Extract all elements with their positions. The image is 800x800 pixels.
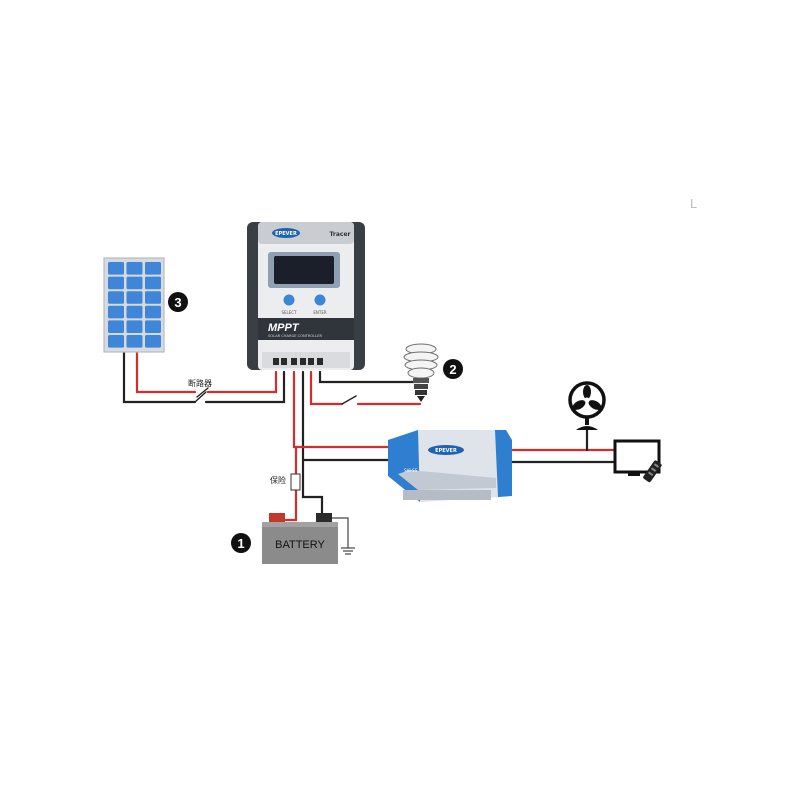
- load-negative-wire: [318, 370, 422, 384]
- battery-label: BATTERY: [275, 539, 325, 551]
- solar-cell: [108, 305, 124, 319]
- bulb-coil: [407, 367, 435, 379]
- solar-cell: [126, 262, 143, 275]
- svg-text:1: 1: [237, 536, 244, 551]
- inverter: EPEVER SHI-SS: [388, 430, 512, 502]
- solar-cell: [145, 320, 161, 333]
- controller-enter-label: ENTER: [313, 310, 326, 315]
- solar-cell: [108, 335, 124, 348]
- solar-negative-wire-2: [204, 370, 286, 404]
- tv-icon: [613, 439, 661, 476]
- fuse: 保险: [270, 473, 301, 491]
- controller-select-label: SELECT: [281, 310, 297, 315]
- controller-model: Tracer: [329, 231, 350, 238]
- light-bulb-icon: [403, 343, 439, 402]
- solar-cell: [145, 291, 161, 304]
- terminal: [317, 358, 323, 365]
- battery: BATTERY: [262, 513, 338, 564]
- terminal: [281, 358, 287, 365]
- svg-text:3: 3: [174, 295, 181, 310]
- solar-cell: [108, 291, 124, 304]
- solar-cell: [108, 320, 124, 333]
- solar-cell: [145, 305, 161, 319]
- solar-panel-icon: [103, 257, 165, 353]
- breaker-switch: [194, 391, 207, 403]
- stray-mark: L: [690, 196, 697, 211]
- ground-wire: [331, 517, 349, 549]
- controller-logo: [272, 228, 300, 238]
- solar-cell: [108, 276, 124, 290]
- solar-positive-wire-2: [206, 370, 278, 394]
- solar-cell: [145, 335, 161, 348]
- remote-icon: [643, 460, 662, 483]
- solar-negative-wire: [122, 350, 197, 404]
- battery-positive-wire: [276, 370, 298, 522]
- terminal: [300, 358, 306, 365]
- load-switch: [341, 395, 357, 405]
- breaker-label: 断路器: [188, 378, 212, 388]
- solar-cell: [126, 305, 143, 319]
- controller-select-button: [283, 294, 295, 306]
- ground-icon: [341, 547, 355, 555]
- solar-cell: [126, 276, 143, 290]
- controller-brand: EPEVER: [275, 231, 297, 237]
- battery-negative-wire: [301, 370, 324, 520]
- charge-controller: EPEVER Tracer SELECT ENTER MPPT SOLAR CH…: [247, 222, 365, 370]
- fuse-label: 保险: [270, 475, 286, 485]
- terminal: [273, 358, 279, 365]
- solar-cell: [145, 276, 161, 290]
- solar-cell: [126, 335, 143, 348]
- load-positive-wire: [309, 370, 344, 406]
- marker-2: 2: [443, 359, 463, 379]
- controller-enter-button: [314, 294, 326, 306]
- solar-cell: [126, 291, 143, 304]
- inverter-logo: [428, 445, 464, 455]
- inverter-model: SHI-SS: [404, 468, 418, 473]
- solar-cell: [108, 262, 124, 275]
- wires: [122, 350, 616, 549]
- solar-positive-wire: [135, 350, 197, 394]
- solar-cell: [145, 262, 161, 275]
- controller-type: MPPT: [268, 322, 300, 334]
- terminal: [291, 358, 297, 365]
- marker-1: 1: [231, 533, 251, 553]
- terminal: [308, 358, 314, 365]
- svg-text:2: 2: [449, 362, 456, 377]
- marker-3: 3: [168, 292, 188, 312]
- inverter-brand: EPEVER: [435, 448, 457, 454]
- fan-icon: [568, 381, 606, 430]
- controller-subtitle: SOLAR CHARGE CONTROLLER: [268, 334, 322, 338]
- solar-cell: [126, 320, 143, 333]
